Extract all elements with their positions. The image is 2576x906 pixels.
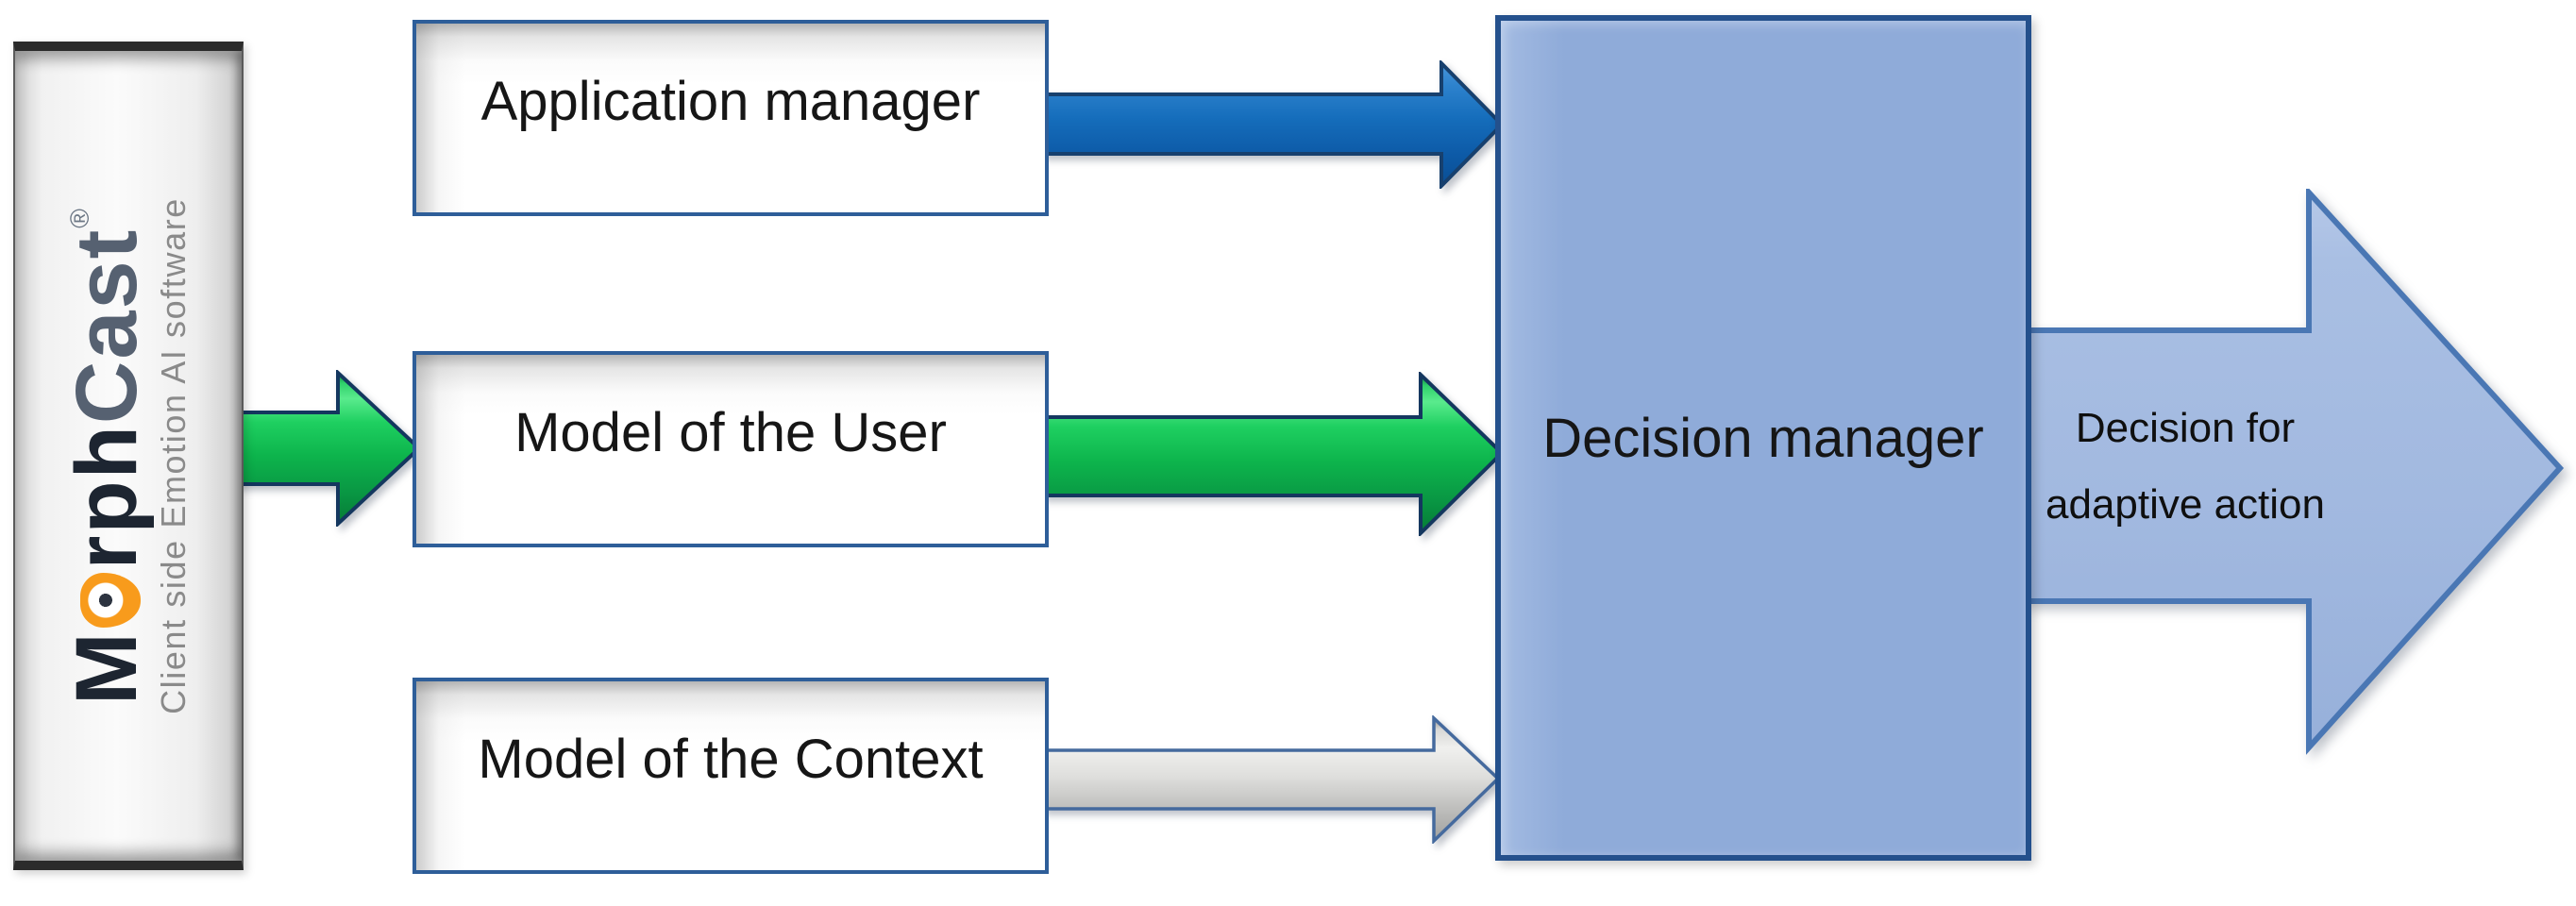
arrow-application-to-decision-icon bbox=[1041, 60, 1505, 189]
logo-text-cast: Cast bbox=[59, 227, 155, 425]
logo-text-m: M bbox=[59, 630, 155, 705]
box-decision-manager: Decision manager bbox=[1495, 15, 2031, 861]
output-arrow-caption: Decision for adaptive action bbox=[2046, 404, 2325, 528]
box-application-manager: Application manager bbox=[412, 20, 1049, 216]
registered-mark: ® bbox=[65, 207, 94, 228]
box-model-of-context: Model of the Context bbox=[412, 678, 1049, 874]
logo-tagline: Client side Emotion AI software bbox=[154, 197, 193, 714]
box-model-of-user: Model of the User bbox=[412, 351, 1049, 547]
decision-manager-label: Decision manager bbox=[1542, 407, 1984, 469]
arrow-panel-to-user-model-icon bbox=[234, 370, 422, 527]
morphcast-eye-icon bbox=[80, 573, 141, 629]
model-of-user-label: Model of the User bbox=[514, 401, 947, 463]
arrow-context-model-to-decision-icon bbox=[1041, 715, 1501, 844]
application-manager-label: Application manager bbox=[480, 70, 981, 132]
logo-text-rph: rph bbox=[59, 424, 155, 570]
arrow-decision-output-icon bbox=[2024, 189, 2565, 755]
model-of-context-label: Model of the Context bbox=[478, 728, 984, 790]
arrow-user-model-to-decision-icon bbox=[1041, 372, 1505, 536]
